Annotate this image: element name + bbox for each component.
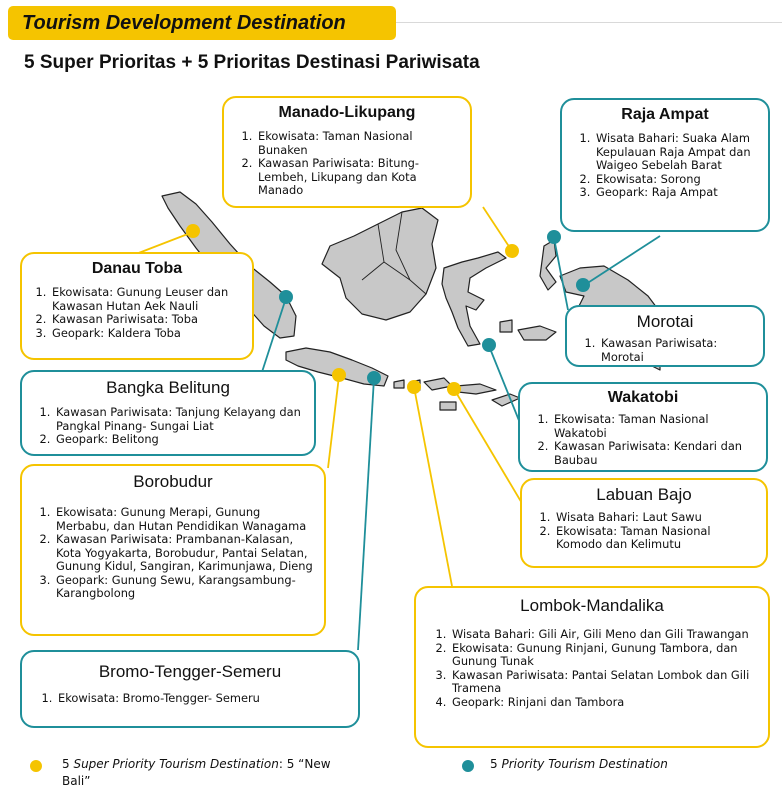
island-kalimantan [321,207,439,321]
page-subtitle: 5 Super Prioritas + 5 Prioritas Destinas… [24,52,480,73]
title-banner: Tourism Development Destination [8,6,396,40]
marker-bangka [279,290,293,304]
list-item: Ekowisata: Gunung Merapi, Gunung Merbabu… [54,505,314,533]
legend-text: : 5 “New Bali” [62,757,331,788]
island-sulawesi [441,251,507,347]
marker-manado [505,244,519,258]
list-item: Ekowisata: Gunung Rinjani, Gunung Tambor… [450,641,756,669]
marker-raja-ampat [576,278,590,292]
box-manado-likupang: Manado-Likupang Ekowisata: Taman Nasiona… [222,96,472,208]
island-halmahera [539,239,557,291]
list-item: Kawasan Pariwisata: Tanjung Kelayang dan… [54,405,304,433]
box-wakatobi: Wakatobi Ekowisata: Taman Nasional Wakat… [518,382,768,472]
legend-text: 5 [490,757,502,771]
marker-borobudur [332,368,346,382]
box-lombok-mandalika: Lombok-Mandalika Wisata Bahari: Gili Air… [414,586,770,748]
list-item: Ekowisata: Taman Nasional Wakatobi [552,412,756,440]
island-buru [499,319,513,333]
list-item: Geopark: Kaldera Toba [50,326,244,341]
list-item: Geopark: Rinjani dan Tambora [450,695,756,710]
island-bali [393,379,405,389]
marker-morotai [547,230,561,244]
list-item: Kawasan Pariwisata: Pantai Selatan Lombo… [450,668,756,696]
legend-super-dot [30,760,42,772]
box-bromo-tengger-semeru: Bromo-Tengger-Semeru Ekowisata: Bromo-Te… [20,650,360,728]
marker-danau-toba [186,224,200,238]
box-morotai: Morotai Kawasan Pariwisata: Morotai [565,305,765,367]
box-raja-ampat: Raja Ampat Wisata Bahari: Suaka Alam Kep… [560,98,770,232]
legend-text: Priority Tourism Destination [501,757,668,771]
list-item: Wisata Bahari: Suaka Alam Kepulauan Raja… [594,131,758,173]
list-item: Wisata Bahari: Gili Air, Gili Meno dan G… [450,627,756,642]
legend-text: Super Priority Tourism Destination [73,757,279,771]
header-rule [396,22,782,23]
box-title: Wakatobi [607,389,679,406]
island-flores [455,383,497,395]
box-title: Raja Ampat [621,106,709,123]
box-borobudur: Borobudur Ekowisata: Gunung Merapi, Gunu… [20,464,326,636]
list-item: Ekowisata: Bromo-Tengger- Semeru [56,691,346,706]
box-title: Lombok-Mandalika [520,596,664,615]
list-item: Kawasan Pariwisata: Bitung-Lembeh, Likup… [256,156,460,198]
island-sumba [439,401,457,411]
box-title: Labuan Bajo [596,485,692,504]
marker-labuan-bajo [447,382,461,396]
list-item: Geopark: Gunung Sewu, Karangsambung-Kara… [54,573,314,601]
legend-super-priority: 5 Super Priority Tourism Destination: 5 … [62,756,362,790]
legend-priority-dot [462,760,474,772]
box-labuan-bajo: Labuan Bajo Wisata Bahari: Laut Sawu Eko… [520,478,768,568]
list-item: Ekowisata: Taman Nasional Komodo dan Kel… [554,524,756,552]
box-bangka-belitung: Bangka Belitung Kawasan Pariwisata: Tanj… [20,370,316,456]
box-title: Bromo-Tengger-Semeru [98,662,282,681]
list-item: Kawasan Pariwisata: Toba [50,312,244,327]
legend-text: 5 [62,757,74,771]
box-danau-toba: Danau Toba Ekowisata: Gunung Leuser dan … [20,252,254,360]
list-item: Geopark: Raja Ampat [594,185,758,200]
list-item: Ekowisata: Gunung Leuser dan Kawasan Hut… [50,285,244,313]
list-item: Wisata Bahari: Laut Sawu [554,510,756,525]
list-item: Ekowisata: Sorong [594,172,758,187]
list-item: Kawasan Pariwisata: Prambanan-Kalasan, K… [54,532,314,574]
marker-wakatobi [482,338,496,352]
box-title: Bangka Belitung [106,378,230,397]
marker-lombok [407,380,421,394]
island-timor [491,393,521,407]
island-seram [517,325,557,341]
banner-title: Tourism Development Destination [22,12,346,34]
island-java [285,347,389,387]
marker-bromo [367,371,381,385]
legend-priority: 5 Priority Tourism Destination [490,756,740,773]
box-title: Manado-Likupang [278,104,416,121]
list-item: Geopark: Belitong [54,432,304,447]
box-title: Morotai [636,312,694,331]
box-title: Danau Toba [91,260,183,277]
list-item: Kawasan Pariwisata: Morotai [599,336,753,364]
list-item: Ekowisata: Taman Nasional Bunaken [256,129,460,157]
list-item: Kawasan Pariwisata: Kendari dan Baubau [552,439,756,467]
box-title: Borobudur [133,472,213,491]
